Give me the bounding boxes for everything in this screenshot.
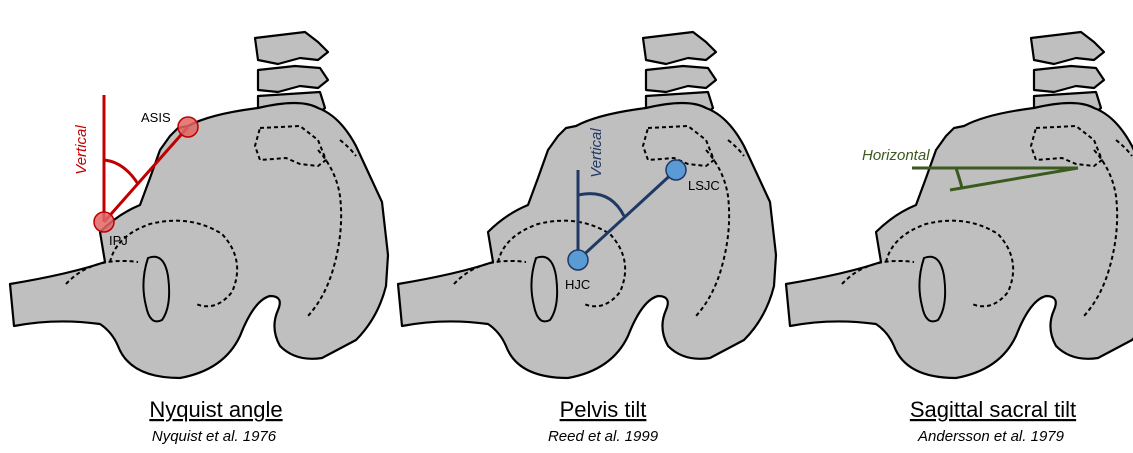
asis-marker	[178, 117, 198, 137]
vertical-label: Vertical	[588, 128, 605, 178]
vertical-label: Vertical	[73, 125, 90, 175]
hjc-label: HJC	[565, 277, 590, 292]
lsjc-marker	[666, 160, 686, 180]
horizontal-label: Horizontal	[862, 147, 930, 164]
panel-nyquist: Vertical ASIS IPJ Nyquist angle Nyquist …	[10, 32, 388, 445]
panel-sacral: Horizontal Sagittal sacral tilt Andersso…	[786, 32, 1133, 445]
panel-citation: Reed et al. 1999	[548, 428, 659, 445]
asis-label: ASIS	[141, 110, 171, 125]
pelvis-illustration	[398, 32, 776, 378]
hjc-marker	[568, 250, 588, 270]
pelvis-illustration	[10, 32, 388, 378]
panel-pelvis: Vertical LSJC HJC Pelvis tilt Reed et al…	[398, 32, 776, 445]
panel-citation: Andersson et al. 1979	[917, 428, 1065, 445]
ipj-marker	[94, 212, 114, 232]
ipj-label: IPJ	[109, 233, 128, 248]
lsjc-label: LSJC	[688, 178, 720, 193]
pelvis-illustration	[786, 32, 1133, 378]
panel-title: Sagittal sacral tilt	[910, 397, 1076, 422]
panel-title: Nyquist angle	[149, 397, 282, 422]
panel-title: Pelvis tilt	[560, 397, 647, 422]
panel-citation: Nyquist et al. 1976	[152, 428, 277, 445]
angle-arc	[104, 160, 138, 184]
